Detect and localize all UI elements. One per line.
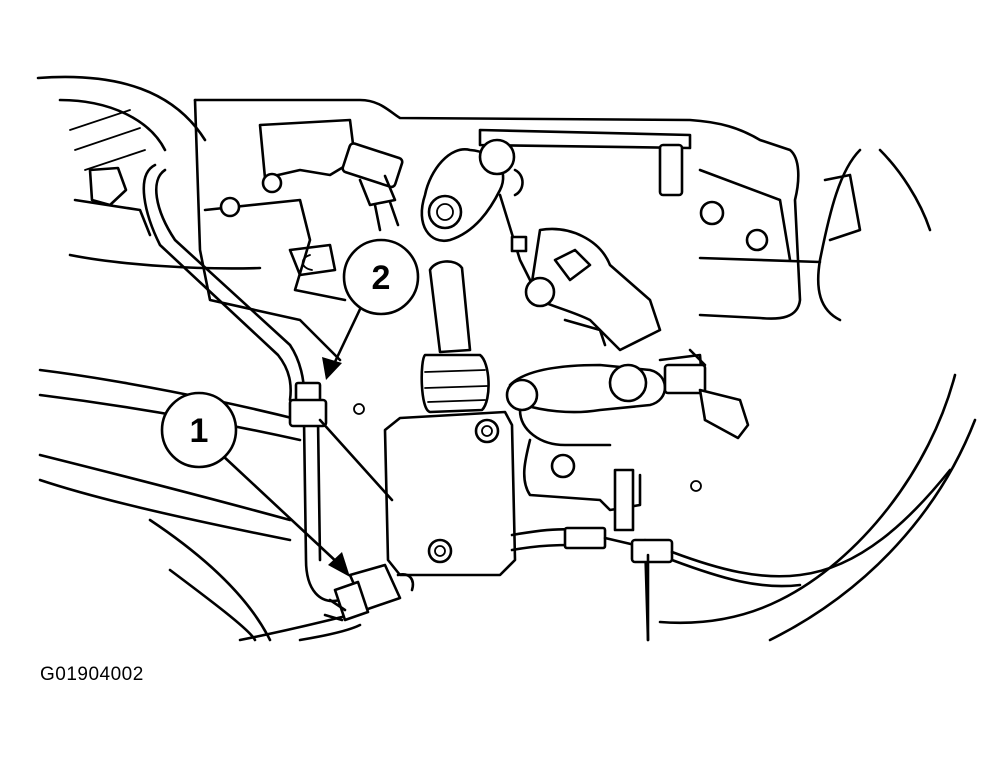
connector-2	[288, 381, 328, 428]
wiring-harness	[38, 163, 362, 642]
callout-1-label: 1	[190, 412, 209, 450]
lock-cable	[510, 468, 952, 642]
callout-2-label: 2	[372, 259, 391, 297]
upper-connector	[341, 142, 404, 232]
connector-1	[323, 563, 415, 622]
figure-code: G01904002	[40, 664, 144, 685]
latch-bracket-plate	[193, 98, 802, 362]
callout-2: 2	[322, 238, 420, 380]
callout-1: 1	[160, 391, 350, 577]
latch-mechanism	[420, 128, 707, 447]
door-inner-panel-right	[658, 148, 977, 642]
door-inner-panel-left	[36, 75, 262, 270]
door-lock-actuator	[318, 410, 517, 577]
right-connector	[663, 348, 750, 440]
